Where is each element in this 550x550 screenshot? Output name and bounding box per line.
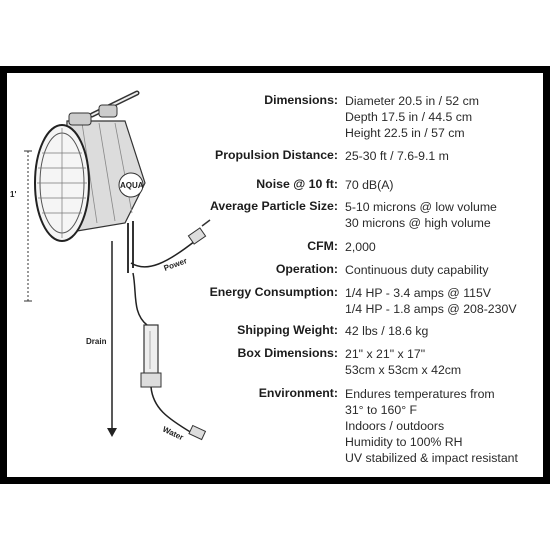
spec-label: Energy Consumption: bbox=[209, 285, 338, 299]
spec-value-line: 70 dB(A) bbox=[345, 178, 394, 192]
spec-value-line: Indoors / outdoors bbox=[345, 419, 445, 433]
brand-logo: AQUA bbox=[118, 172, 144, 198]
spec-label: Dimensions: bbox=[264, 93, 338, 107]
spec-value-line: 53cm x 53cm x 42cm bbox=[345, 363, 462, 377]
spec-value: 25-30 ft / 7.6-9.1 m bbox=[345, 148, 449, 164]
fan-grille bbox=[34, 124, 90, 242]
spec-value-line: 1/4 HP - 1.8 amps @ 208-230V bbox=[345, 302, 517, 316]
spec-label: Average Particle Size: bbox=[209, 199, 338, 213]
spec-label: Box Dimensions: bbox=[237, 346, 338, 360]
height-marker-label: 1' bbox=[10, 190, 16, 199]
spec-value: 70 dB(A) bbox=[345, 177, 394, 193]
spec-value-line: 21" x 21" x 17" bbox=[345, 347, 426, 361]
spec-table: Dimensions: Diameter 20.5 in / 52 cm Depth… bbox=[7, 73, 543, 477]
spec-value-line: 2,000 bbox=[345, 240, 376, 254]
spec-value: 5-10 microns @ low volume 30 microns @ hi… bbox=[345, 199, 497, 231]
spec-value-line: 30 microns @ high volume bbox=[345, 216, 491, 230]
spec-label: Environment: bbox=[258, 386, 338, 400]
spec-value-line: 42 lbs / 18.6 kg bbox=[345, 324, 429, 338]
spec-label: Propulsion Distance: bbox=[215, 148, 338, 162]
spec-label: CFM: bbox=[307, 239, 338, 253]
spec-value-line: 31° to 160° F bbox=[345, 403, 418, 417]
spec-value: Diameter 20.5 in / 52 cm Depth 17.5 in / … bbox=[345, 93, 479, 141]
spec-value: 1/4 HP - 3.4 amps @ 115V 1/4 HP - 1.8 amp… bbox=[345, 285, 517, 317]
height-marker: 1' bbox=[10, 150, 32, 302]
spec-value-line: Depth 17.5 in / 44.5 cm bbox=[345, 110, 473, 124]
spec-value-line: Height 22.5 in / 57 cm bbox=[345, 126, 465, 140]
spec-value: 2,000 bbox=[345, 239, 376, 255]
spec-value: 42 lbs / 18.6 kg bbox=[345, 323, 428, 339]
svg-text:AQUA: AQUA bbox=[120, 181, 144, 190]
spec-value: Endures temperatures from 31° to 160° F In… bbox=[345, 386, 518, 466]
spec-value-line: 1/4 HP - 3.4 amps @ 115V bbox=[345, 286, 492, 300]
drain-line: Drain bbox=[86, 241, 117, 437]
spec-value: Continuous duty capability bbox=[345, 262, 489, 278]
fan-stand bbox=[127, 221, 134, 273]
spec-label: Operation: bbox=[275, 262, 338, 276]
product-diagram: 1' AQUA bbox=[10, 90, 211, 442]
spec-label: Shipping Weight: bbox=[237, 323, 338, 337]
spec-value-line: 5-10 microns @ low volume bbox=[345, 200, 497, 214]
spec-value-line: Diameter 20.5 in / 52 cm bbox=[345, 94, 479, 108]
spec-value: 21" x 21" x 17" 53cm x 53cm x 42cm bbox=[345, 346, 461, 378]
spec-sheet-panel: 1' AQUA bbox=[7, 73, 543, 477]
spec-value-line: UV stabilized & impact resistant bbox=[345, 451, 518, 465]
spec-value-line: Humidity to 100% RH bbox=[345, 435, 463, 449]
spec-label: Noise @ 10 ft: bbox=[256, 177, 338, 191]
spec-value-line: 25-30 ft / 7.6-9.1 m bbox=[345, 149, 449, 163]
spec-value-line: Endures temperatures from bbox=[345, 387, 495, 401]
spec-value-line: Continuous duty capability bbox=[345, 263, 489, 277]
drain-label: Drain bbox=[86, 337, 107, 346]
